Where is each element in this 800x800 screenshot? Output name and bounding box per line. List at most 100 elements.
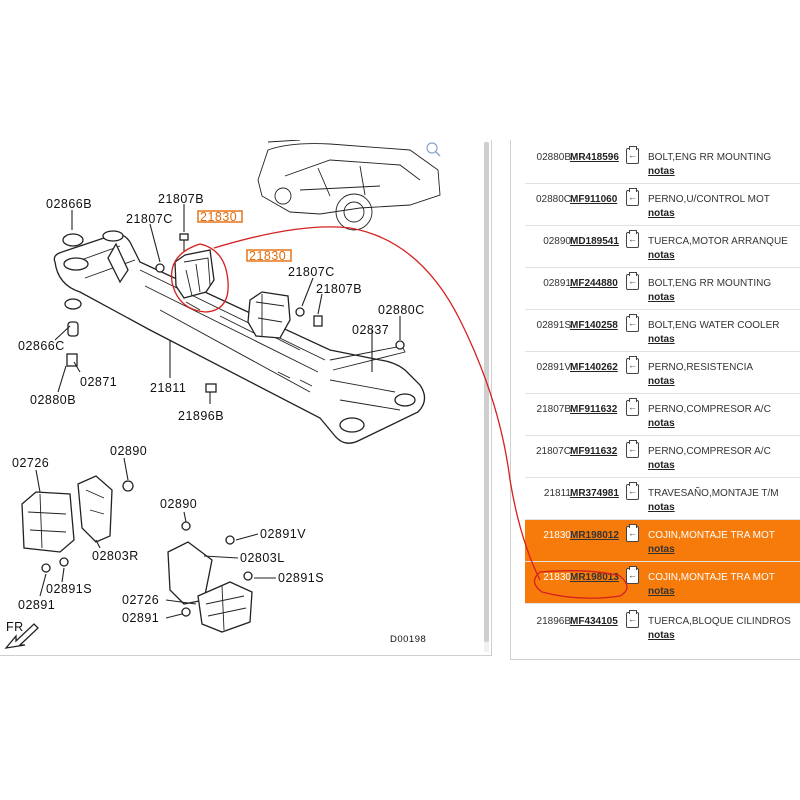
parts-row[interactable]: 02890 MD189541 TUERCA,MOTOR ARRANQUE not…	[525, 226, 800, 268]
callout-02891-right[interactable]: 02891	[122, 611, 159, 625]
notes-link[interactable]: notas	[648, 208, 675, 219]
callout-02890-right[interactable]: 02890	[160, 497, 197, 511]
part-number-link[interactable]: MF911632	[570, 446, 618, 457]
part-number-link[interactable]: MD189541	[570, 236, 619, 247]
ref-number: 02891V	[536, 362, 571, 373]
callout-02866c[interactable]: 02866C	[18, 339, 65, 353]
diagram-code: D00198	[390, 634, 426, 645]
notes-link[interactable]: notas	[648, 544, 675, 555]
add-to-cart-icon[interactable]	[626, 356, 639, 374]
ref-number: 02880B	[536, 152, 571, 163]
callout-02891s-left[interactable]: 02891S	[46, 582, 92, 596]
add-to-cart-icon[interactable]	[626, 440, 639, 458]
callout-02803r[interactable]: 02803R	[92, 549, 139, 563]
parts-row[interactable]: 02891 MF244880 BOLT,ENG RR MOUNTING nota…	[525, 268, 800, 310]
notes-link[interactable]: notas	[648, 418, 675, 429]
mount-21830-upper	[174, 249, 215, 299]
callout-02803l[interactable]: 02803L	[240, 551, 285, 565]
notes-link[interactable]: notas	[648, 334, 675, 345]
part-number-link[interactable]: MR198013	[570, 572, 619, 583]
callout-21830-a[interactable]: 21830	[200, 210, 237, 224]
callout-02890-left[interactable]: 02890	[110, 444, 147, 458]
parts-row[interactable]: 21896B MF434105 TUERCA,BLOQUE CILINDROS …	[525, 606, 800, 648]
add-to-cart-icon[interactable]	[626, 314, 639, 332]
add-to-cart-icon[interactable]	[626, 610, 639, 628]
part-number-link[interactable]: MF244880	[570, 278, 618, 289]
diagram-scrollbar[interactable]	[484, 142, 489, 652]
callout-02891v[interactable]: 02891V	[260, 527, 306, 541]
ref-number: 21807B	[536, 404, 571, 415]
callout-02880b[interactable]: 02880B	[30, 393, 76, 407]
add-to-cart-icon[interactable]	[626, 566, 639, 584]
callout-02837[interactable]: 02837	[352, 323, 389, 337]
parts-row[interactable]: 21807B MF911632 PERNO,COMPRESOR A/C nota…	[525, 394, 800, 436]
callout-02891s-right[interactable]: 02891S	[278, 571, 324, 585]
callout-21830-b[interactable]: 21830	[249, 249, 286, 263]
parts-row[interactable]: 02891S MF140258 BOLT,ENG WATER COOLER no…	[525, 310, 800, 352]
notes-link[interactable]: notas	[648, 502, 675, 513]
part-number-link[interactable]: MF911632	[570, 404, 618, 415]
parts-row-highlighted[interactable]: 21830 MR198012 COJIN,MONTAJE TRA MOT not…	[525, 520, 800, 562]
parts-row[interactable]: 02880B MR418596 BOLT,ENG RR MOUNTING not…	[525, 142, 800, 184]
callout-02871[interactable]: 02871	[80, 375, 117, 389]
add-to-cart-icon[interactable]	[626, 524, 639, 542]
add-to-cart-icon[interactable]	[626, 188, 639, 206]
add-to-cart-icon[interactable]	[626, 230, 639, 248]
parts-row[interactable]: 21807C MF911632 PERNO,COMPRESOR A/C nota…	[525, 436, 800, 478]
parts-row[interactable]: 21811 MR374981 TRAVESAÑO,MONTAJE T/M not…	[525, 478, 800, 520]
notes-link[interactable]: notas	[648, 376, 675, 387]
part-description: TUERCA,MOTOR ARRANQUE	[648, 236, 788, 247]
notes-link[interactable]: notas	[648, 166, 675, 177]
ref-number: 02890	[543, 236, 571, 247]
mount-assembly-right	[165, 511, 276, 633]
notes-link[interactable]: notas	[648, 292, 675, 303]
parts-row-highlighted[interactable]: 21830 MR198013 COJIN,MONTAJE TRA MOT not…	[525, 562, 800, 604]
callout-21807b-mid[interactable]: 21807B	[316, 282, 362, 296]
ref-number: 21811	[543, 488, 571, 499]
add-to-cart-icon[interactable]	[626, 398, 639, 416]
diagram-scroll-thumb[interactable]	[484, 142, 489, 642]
callout-21896b[interactable]: 21896B	[178, 409, 224, 423]
callout-02726-left[interactable]: 02726	[12, 456, 49, 470]
part-number-link[interactable]: MF911060	[570, 194, 618, 205]
part-number-link[interactable]: MR374981	[570, 488, 619, 499]
front-label: FR	[6, 620, 24, 634]
part-number-link[interactable]: MR418596	[570, 152, 619, 163]
callout-02891-left[interactable]: 02891	[18, 598, 55, 612]
add-to-cart-icon[interactable]	[626, 272, 639, 290]
notes-link[interactable]: notas	[648, 630, 675, 641]
parts-diagram-panel: 02866B 21807B 21807C 21830 21830 21807C …	[0, 140, 492, 656]
part-number-link[interactable]: MF140258	[570, 320, 618, 331]
notes-link[interactable]: notas	[648, 250, 675, 261]
parts-row[interactable]: 02891V MF140262 PERNO,RESISTENCIA notas	[525, 352, 800, 394]
part-description: PERNO,COMPRESOR A/C	[648, 404, 771, 415]
callout-21807c[interactable]: 21807C	[126, 212, 173, 226]
add-to-cart-icon[interactable]	[626, 482, 639, 500]
callout-21807b[interactable]: 21807B	[158, 192, 204, 206]
ref-number: 02891S	[536, 320, 571, 331]
part-description: COJIN,MONTAJE TRA MOT	[648, 530, 775, 541]
crossmember-21811	[53, 230, 426, 444]
callout-02880c[interactable]: 02880C	[378, 303, 425, 317]
vehicle-location-thumbnail	[257, 140, 441, 231]
part-description: PERNO,RESISTENCIA	[648, 362, 754, 373]
part-number-link[interactable]: MR198012	[570, 530, 619, 541]
part-description: PERNO,U/CONTROL MOT	[648, 194, 770, 205]
callout-02726-right[interactable]: 02726	[122, 593, 159, 607]
part-number-link[interactable]: MF434105	[570, 616, 618, 627]
part-description: BOLT,ENG RR MOUNTING	[648, 278, 772, 289]
part-description: BOLT,ENG WATER COOLER	[648, 320, 780, 331]
callout-02866b[interactable]: 02866B	[46, 197, 92, 211]
zoom-icon[interactable]	[426, 142, 441, 157]
parts-row[interactable]: 02880C MF911060 PERNO,U/CONTROL MOT nota…	[525, 184, 800, 226]
notes-link[interactable]: notas	[648, 586, 675, 597]
mount-21830-lower	[247, 291, 291, 339]
add-to-cart-icon[interactable]	[626, 146, 639, 164]
callout-21811[interactable]: 21811	[150, 381, 186, 395]
part-description: TRAVESAÑO,MONTAJE T/M	[648, 488, 779, 499]
notes-link[interactable]: notas	[648, 460, 675, 471]
ref-number: 02880C	[535, 194, 571, 205]
part-number-link[interactable]: MF140262	[570, 362, 618, 373]
callout-21807c-mid[interactable]: 21807C	[288, 265, 335, 279]
highlight-box-21830-a	[197, 210, 243, 223]
